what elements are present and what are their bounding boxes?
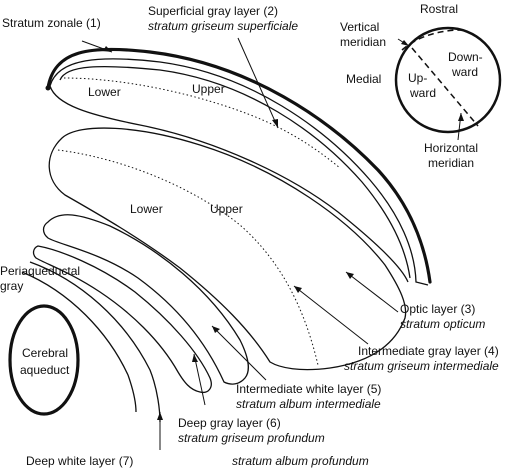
label-upward-line1: Up- [408,71,427,85]
pointer-lines [81,37,399,450]
label-deep-white-latin: stratum album profundum [232,454,369,468]
label-upward-line2: ward [409,86,436,100]
label-superficial-gray: Superficial gray layer (2) [148,4,278,18]
label-lower-superficial: Lower [88,85,121,99]
label-superficial-gray-latin: stratum griseum superficiale [148,19,298,33]
vertical-meridian-arrowhead [401,40,409,46]
pointer-intermediate-white [211,325,267,381]
label-vertical-line1: Vertical [340,20,379,34]
superficial-inner-outline [59,65,411,279]
label-cerebral-line1: Cerebral [22,346,68,360]
label-intermediate-white: Intermediate white layer (5) [236,382,381,396]
label-upper-superficial: Upper [192,82,225,96]
superficial-division-line [63,77,341,169]
label-intermediate-gray: Intermediate gray layer (4) [358,344,499,358]
orientation-inset [394,26,502,141]
label-deep-gray: Deep gray layer (6) [178,416,281,430]
label-stratum-zonale: Stratum zonale (1) [2,16,101,30]
pointer-optic-layer [345,271,399,313]
intermediate-gray-outline [48,127,407,371]
label-periaqueductal-line2: gray [0,279,23,293]
label-upper-intermediate: Upper [210,202,243,216]
intermediate-white-outline [42,214,249,385]
horizontal-meridian-line [411,47,479,127]
vertical-meridian-line [401,29,463,51]
intermediate-division-line [57,149,319,366]
label-horizontal-line1: Horizontal [424,141,478,155]
label-downward-line2: ward [451,65,478,79]
superficial-band-outline [49,58,429,286]
stratum-zonale-end-dot [45,85,51,91]
deep-white-inner-boundary [21,271,137,413]
pointer-deep-gray [193,353,206,406]
horizontal-meridian-arrowhead [458,113,464,121]
label-optic-layer-latin: stratum opticum [400,317,485,331]
label-vertical-line2: meridian [340,35,386,49]
label-periaqueductal-line1: Periaqueductal [0,264,80,278]
label-deep-white: Deep white layer (7) [26,454,133,468]
label-lower-intermediate: Lower [130,202,163,216]
label-deep-gray-latin: stratum griseum profundum [178,431,325,445]
label-optic-layer: Optic layer (3) [400,302,475,316]
label-medial: Medial [346,72,381,86]
pointer-superficial-gray [237,37,279,129]
label-intermediate-white-latin: stratum album intermediale [236,397,381,411]
deep-gray-outline [32,245,212,394]
pointer-intermediate-gray [293,285,369,345]
label-rostral: Rostral [420,2,458,16]
label-downward-line1: Down- [448,50,483,64]
cerebral-aqueduct-shape [8,304,80,416]
label-cerebral-line2: aqueduct [20,363,70,377]
stratum-zonale-outline [46,47,432,284]
orientation-circle [394,26,502,134]
deep-white-boundary [29,261,161,423]
label-intermediate-gray-latin: stratum griseum intermediale [344,359,499,373]
label-horizontal-line2: meridian [428,156,474,170]
